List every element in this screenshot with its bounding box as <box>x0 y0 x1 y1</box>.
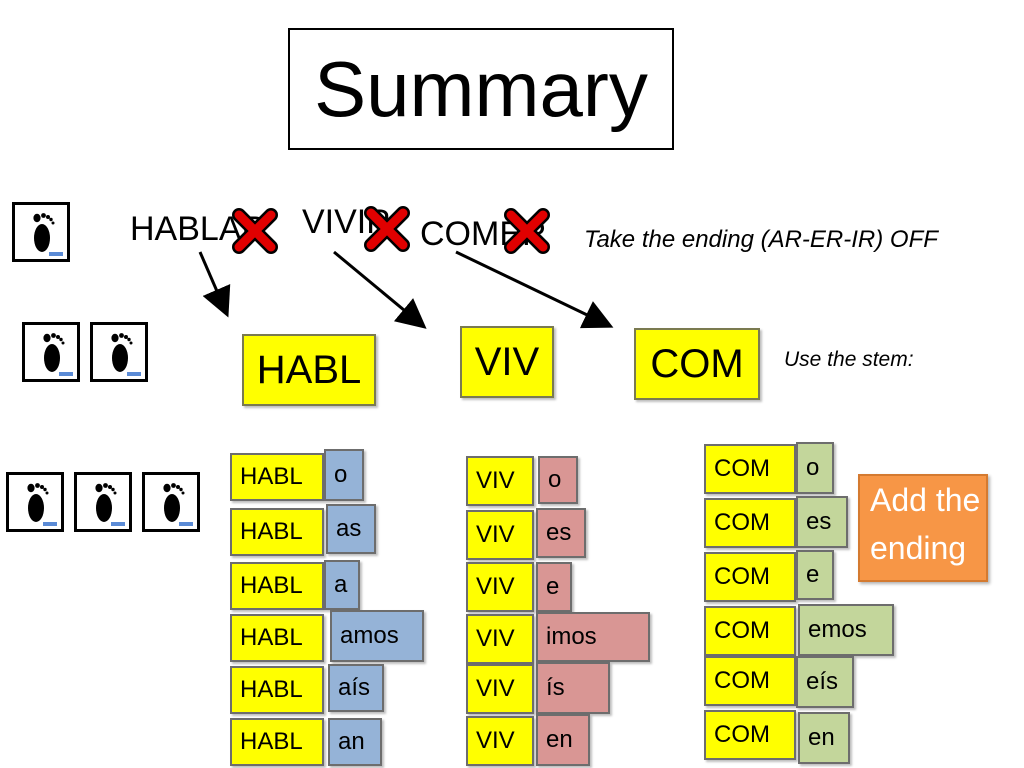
stem-cell: VIV <box>466 716 534 766</box>
stem-cell: HABL <box>230 453 324 501</box>
ending-cell: o <box>538 456 578 504</box>
cross-icon <box>362 204 412 254</box>
stem-cell: COM <box>704 710 796 760</box>
ending-cell: aís <box>328 664 384 712</box>
stem-habl: HABL <box>242 334 376 406</box>
ending-cell: a <box>324 560 360 610</box>
footprint-icon <box>6 472 64 532</box>
stem-cell: COM <box>704 656 796 706</box>
stem-cell: HABL <box>230 718 324 766</box>
footprint-icon <box>90 322 148 382</box>
ending-cell: en <box>536 714 590 766</box>
ending-cell: o <box>324 449 364 501</box>
arrow-icon <box>198 251 231 318</box>
ending-cell: e <box>536 562 572 612</box>
ending-cell: en <box>798 712 850 764</box>
footprint-icon <box>142 472 200 532</box>
footprint-icon <box>22 322 80 382</box>
ending-cell: an <box>328 718 382 766</box>
stem-cell: VIV <box>466 510 534 560</box>
step1-instruction: Take the ending (AR-ER-IR) OFF <box>584 226 938 253</box>
ending-cell: as <box>326 504 376 554</box>
footprint-icon <box>74 472 132 532</box>
ending-cell: o <box>796 442 834 494</box>
ending-cell: amos <box>330 610 424 662</box>
cross-icon <box>502 206 552 256</box>
stem-cell: HABL <box>230 562 324 610</box>
stem-com: COM <box>634 328 760 400</box>
ending-cell: emos <box>798 604 894 656</box>
step2-instruction: Use the stem: <box>784 348 914 371</box>
stem-cell: VIV <box>466 562 534 612</box>
stem-cell: VIV <box>466 664 534 714</box>
ending-cell: es <box>796 496 848 548</box>
ending-cell: imos <box>536 612 650 662</box>
note-line: Add the <box>870 482 981 518</box>
stem-viv: VIV <box>460 326 554 398</box>
cross-icon <box>230 206 280 256</box>
ending-cell: es <box>536 508 586 558</box>
arrow-icon <box>455 250 614 329</box>
stem-cell: COM <box>704 444 796 494</box>
ending-cell: ís <box>536 662 610 714</box>
add-ending-note: Add the ending <box>858 474 988 582</box>
stem-cell: HABL <box>230 614 324 662</box>
note-line: ending <box>870 530 967 566</box>
footprint-icon <box>12 202 70 262</box>
stem-cell: COM <box>704 498 796 548</box>
stem-cell: HABL <box>230 666 324 714</box>
arrow-icon <box>333 250 427 329</box>
ending-cell: e <box>796 550 834 600</box>
stem-cell: VIV <box>466 614 534 664</box>
stem-cell: HABL <box>230 508 324 556</box>
ending-cell: eís <box>796 656 854 708</box>
stem-cell: VIV <box>466 456 534 506</box>
page-title: Summary <box>288 28 674 150</box>
stem-cell: COM <box>704 606 796 656</box>
stem-cell: COM <box>704 552 796 602</box>
